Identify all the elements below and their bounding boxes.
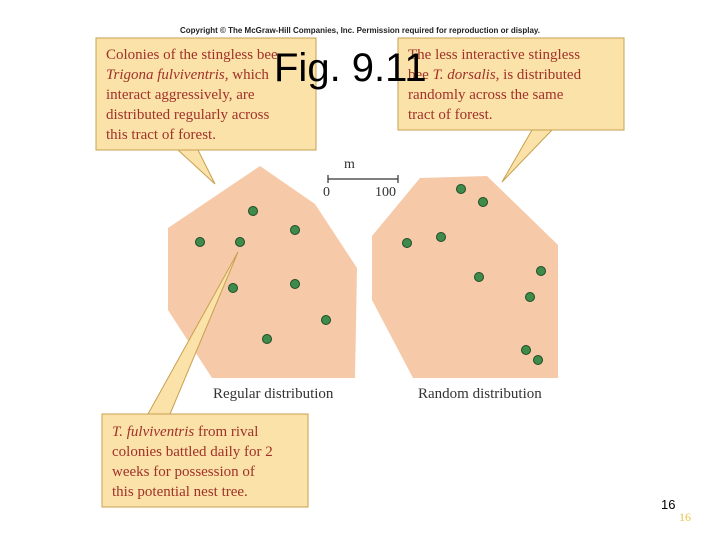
callout-text: bee <box>408 67 433 83</box>
callout-line: The less interactive stingless <box>408 47 581 63</box>
colony-dot <box>262 334 272 344</box>
regular-colonies <box>195 206 331 344</box>
callout-line: this tract of forest. <box>106 127 216 143</box>
callout-text: is distributed <box>499 67 582 83</box>
callout-line: bee T. dorsalis, is distributed <box>408 65 581 85</box>
colony-dot <box>474 272 484 282</box>
species-name: T. dorsalis, <box>432 67 500 83</box>
callout-line: this potential nest tree. <box>112 484 248 500</box>
colony-dot <box>402 238 412 248</box>
colony-dot <box>195 237 205 247</box>
callout-box-bottom <box>101 413 309 508</box>
page-number: 16 <box>661 497 676 512</box>
callout-top-left: Colonies of the stingless bee Trigona fu… <box>106 45 278 145</box>
colony-dot <box>536 266 546 276</box>
callout-line: tract of forest. <box>408 107 493 123</box>
callout-line: colonies battled daily for 2 <box>112 444 273 460</box>
callout-text: which <box>228 67 269 83</box>
callout-pointer-top-right <box>501 129 554 183</box>
callout-box-top-right <box>397 37 625 131</box>
random-distribution-label: Random distribution <box>418 386 542 402</box>
colony-dot <box>321 315 331 325</box>
callout-line: distributed regularly across <box>106 107 270 123</box>
colony-dot <box>436 232 446 242</box>
colony-dot <box>533 355 543 365</box>
slide-title: Fig. 9.11 <box>274 46 427 90</box>
colony-dot <box>290 279 300 289</box>
colony-dot <box>248 206 258 216</box>
callout-text: from rival <box>194 424 259 440</box>
colony-dot <box>235 237 245 247</box>
scale-unit-label: m <box>344 157 355 172</box>
page-number-ghost: 16 <box>679 510 691 524</box>
callout-line: interact aggressively, are <box>106 87 255 103</box>
colony-dot <box>525 292 535 302</box>
callout-line: randomly across the same <box>408 87 564 103</box>
callout-bottom: T. fulviventris from rival colonies batt… <box>112 422 273 502</box>
colony-dot <box>456 184 466 194</box>
callout-line: Trigona fulviventris, which <box>106 65 278 85</box>
colony-dot <box>228 283 238 293</box>
scale-max-label: 100 <box>375 185 396 200</box>
callout-box-top-left <box>95 37 317 151</box>
callout-top-right: The less interactive stingless bee T. do… <box>408 45 581 125</box>
random-colonies <box>402 184 546 365</box>
copyright-notice: Copyright © The McGraw-Hill Companies, I… <box>179 26 541 35</box>
regular-distribution-label: Regular distribution <box>213 386 334 402</box>
random-distribution-region <box>372 176 558 378</box>
callout-line: weeks for possession of <box>112 464 255 480</box>
regular-distribution-region <box>168 166 357 378</box>
colony-dot <box>478 197 488 207</box>
colony-dot <box>521 345 531 355</box>
species-name: Trigona fulviventris, <box>106 67 229 83</box>
callout-line: Colonies of the stingless bee <box>106 47 278 63</box>
scale-min-label: 0 <box>323 185 330 200</box>
species-name: T. fulviventris <box>112 424 195 440</box>
callout-pointer-top-left <box>176 149 216 185</box>
callout-line: T. fulviventris from rival <box>112 422 273 442</box>
colony-dot <box>290 225 300 235</box>
